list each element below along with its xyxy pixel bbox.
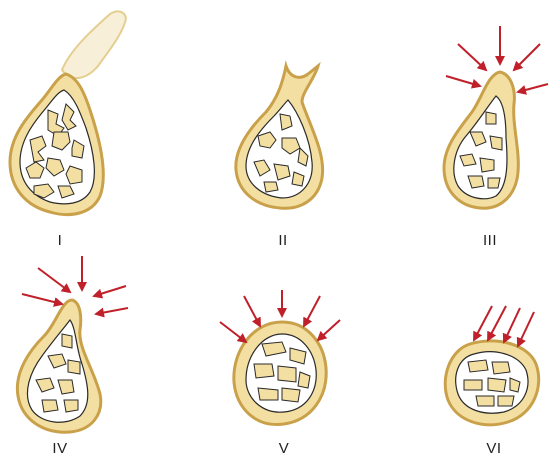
panel-6-arrow [488, 306, 506, 340]
panel-4-arrow [38, 268, 70, 292]
panel-4-arrow [96, 308, 128, 314]
panel-1-tail [62, 11, 126, 78]
panel-6-arrow [504, 308, 520, 342]
panel-2-figure [236, 66, 323, 208]
panel-3-label: III [483, 232, 497, 249]
panel-5-arrow [244, 296, 260, 326]
panel-6-figure [445, 341, 538, 425]
panel-5-arrow [220, 322, 246, 342]
panel-6-arrow [518, 312, 534, 346]
panel-5-figure [234, 322, 326, 425]
panel-4-arrow [94, 286, 126, 296]
panel-1-label: I [58, 232, 63, 249]
panel-6-arrow [474, 306, 492, 340]
panel-5-arrow [304, 296, 320, 326]
panel-6-label: VI [486, 440, 501, 457]
panel-3-figure [444, 72, 518, 208]
panel-4-figure [17, 300, 100, 432]
panel-4-arrow [22, 294, 62, 304]
panel-4-label: IV [52, 440, 67, 457]
panel-2-label: II [278, 232, 287, 249]
panel-3-arrow [458, 44, 486, 70]
panel-5-label: V [279, 440, 290, 457]
panel-3-arrow [446, 76, 480, 86]
panel-5-arrow [318, 320, 340, 340]
panel-3-arrow [518, 84, 548, 92]
panel-3-arrow [514, 44, 540, 70]
panel-1-figure [10, 11, 126, 214]
